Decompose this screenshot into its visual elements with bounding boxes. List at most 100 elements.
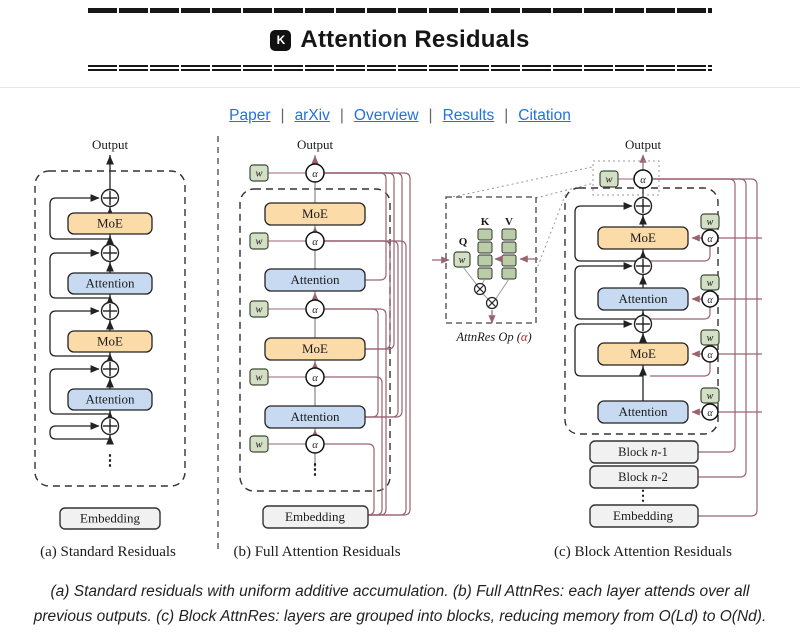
zoom-callout-line <box>535 192 567 272</box>
panel-c: K V Q w <box>432 137 762 560</box>
weight-box <box>700 274 720 291</box>
value-label: V <box>505 216 513 228</box>
weight-label: w <box>255 440 262 451</box>
weight-box <box>249 368 269 386</box>
weight-label: w <box>707 278 714 289</box>
block-n-2 <box>589 465 699 489</box>
ellipsis-vertical: ⋮ <box>636 489 650 504</box>
nav-link-overview[interactable]: Overview <box>353 107 419 124</box>
alpha-label: α <box>312 305 318 316</box>
weight-label: w <box>707 217 714 228</box>
embedding-block <box>589 504 699 528</box>
weight-box <box>700 387 720 404</box>
moe-block <box>597 342 689 366</box>
alpha-label: α <box>707 234 713 245</box>
panel-a-add-nodes <box>100 188 120 436</box>
alpha-node <box>701 345 719 363</box>
header-rule-top <box>88 8 712 13</box>
moe-label: MoE <box>302 341 328 356</box>
nav-separator: | <box>339 107 344 124</box>
figure-attention-residuals: Output <box>34 136 762 560</box>
nav-link-arxiv[interactable]: arXiv <box>294 107 330 124</box>
panel-c-top-gate: w α <box>592 160 660 196</box>
weight-label: w <box>707 333 714 344</box>
k-badge-icon: K <box>270 29 292 51</box>
page-header: K Attention Residuals <box>0 8 800 88</box>
key-label: K <box>481 216 490 228</box>
alpha-node <box>305 299 325 319</box>
weight-label: w <box>255 305 262 316</box>
moe-label: MoE <box>97 216 123 231</box>
embedding-block <box>262 505 369 529</box>
moe-label: MoE <box>630 230 656 245</box>
embedding-label: Embedding <box>285 509 345 524</box>
nav-link-results[interactable]: Results <box>442 107 495 124</box>
alpha-node <box>701 290 719 308</box>
weight-box <box>249 435 269 453</box>
moe-label: MoE <box>302 206 328 221</box>
attention-block <box>597 287 689 311</box>
nav-links: Paper|arXiv|Overview|Results|Citation <box>0 107 800 125</box>
panel-b: Output <box>233 137 411 560</box>
panel-b-attention-residual-lines <box>324 172 411 516</box>
page-title: Attention Residuals <box>300 26 530 53</box>
panel-c-gate-nodes: w w w w α α α α <box>691 213 720 421</box>
attention-block <box>67 388 153 411</box>
weight-box <box>249 164 269 182</box>
panel-a-skip-connections <box>49 194 110 440</box>
multiply-nodes <box>473 282 499 310</box>
alpha-node <box>633 169 653 189</box>
alpha-node <box>701 403 719 421</box>
attention-label: Attention <box>290 409 340 424</box>
panel-a-caption: (a) Standard Residuals <box>40 544 176 560</box>
attention-label: Attention <box>290 272 340 287</box>
weight-box <box>453 251 471 268</box>
weight-label: w <box>255 169 262 180</box>
weight-box <box>700 329 720 346</box>
weight-box <box>599 170 619 188</box>
moe-block <box>597 226 689 250</box>
moe-block <box>67 330 153 353</box>
attention-block <box>264 268 366 292</box>
alpha-node <box>305 163 325 183</box>
alpha-label: α <box>312 440 318 451</box>
attention-block <box>67 272 153 295</box>
panel-c-attention-residual-lines <box>650 178 762 517</box>
weight-label: w <box>707 391 714 402</box>
nav-link-paper[interactable]: Paper <box>229 107 271 124</box>
weight-label: w <box>255 373 262 384</box>
nav-separator: | <box>504 107 509 124</box>
embedding-label: Embedding <box>613 508 673 523</box>
output-label: Output <box>625 137 662 152</box>
nav-link-citation[interactable]: Citation <box>518 107 571 124</box>
attention-block <box>264 405 366 429</box>
ellipsis-vertical: ⋮ <box>103 453 118 469</box>
kv-cells <box>477 228 517 280</box>
zoom-callout-line <box>447 166 593 199</box>
ellipsis-vertical: ⋮ <box>308 462 323 478</box>
output-label: Output <box>297 137 334 152</box>
alpha-label: α <box>312 373 318 384</box>
block-n-1 <box>589 440 699 464</box>
query-label: Q <box>459 236 468 248</box>
embedding-label: Embedding <box>80 511 140 526</box>
panel-c-skip-connections <box>574 202 643 377</box>
page-divider <box>0 87 800 88</box>
panel-b-gate-nodes: w w w w w α α α α α <box>249 163 325 454</box>
alpha-node <box>305 231 325 251</box>
attention-label: Attention <box>618 291 668 306</box>
weight-label: w <box>605 175 612 186</box>
inset-wires <box>462 266 510 301</box>
output-label: Output <box>92 137 129 152</box>
moe-block <box>67 212 153 235</box>
alpha-node <box>305 434 325 454</box>
nav-separator: | <box>280 107 285 124</box>
attention-label: Attention <box>85 392 135 407</box>
attention-label: Attention <box>618 404 668 419</box>
weight-label: w <box>255 237 262 248</box>
moe-label: MoE <box>97 334 123 349</box>
attention-label: Attention <box>85 276 135 291</box>
alpha-label: α <box>640 175 646 186</box>
weight-box <box>249 232 269 250</box>
embedding-block <box>59 507 161 530</box>
